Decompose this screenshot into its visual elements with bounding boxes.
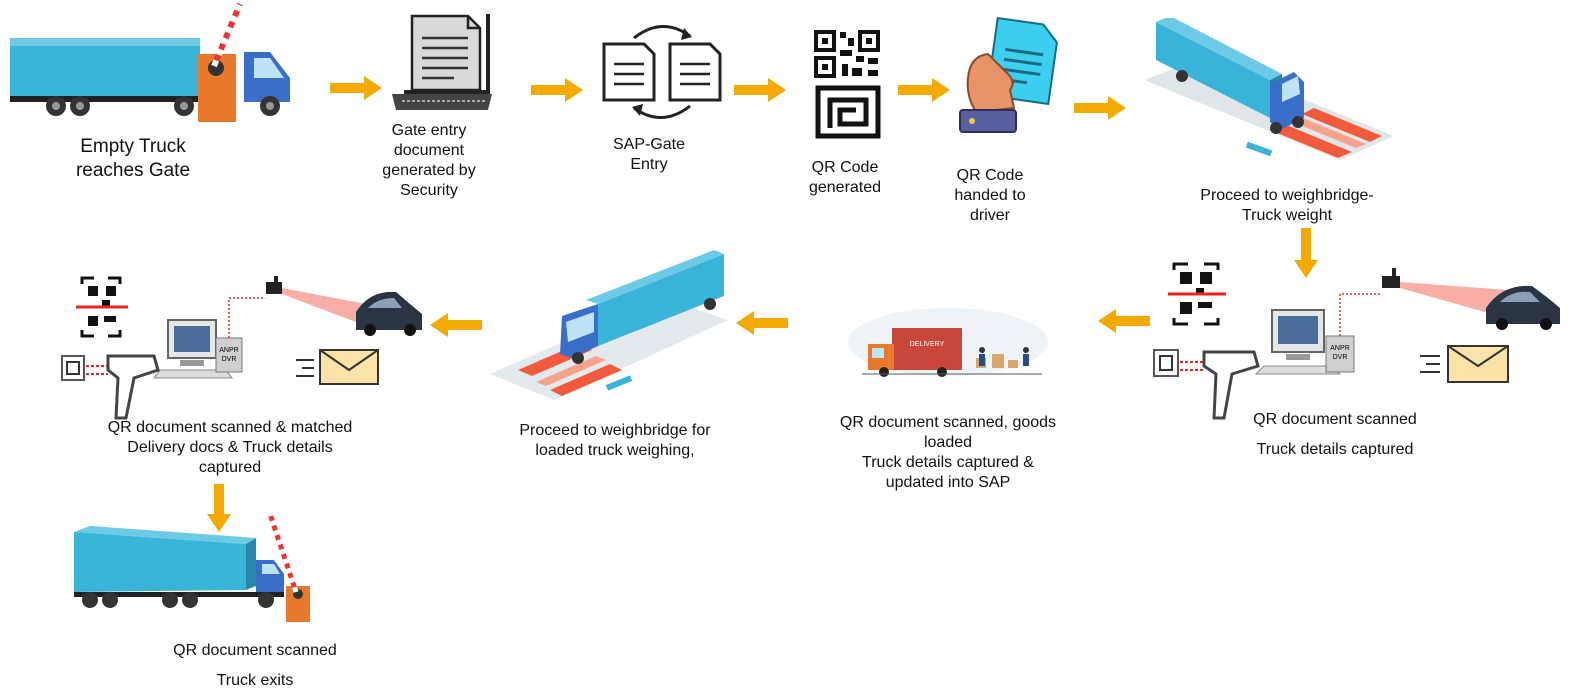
step-1-caption: Empty Truck reaches Gate [48, 135, 218, 183]
scan-match-station-icon: ANPR DVR [56, 276, 428, 424]
delivery-loading-icon: DELIVERY [842, 300, 1056, 382]
caption-line: updated into SAP [885, 474, 1011, 491]
caption-line: QR document scanned, goods [839, 414, 1057, 431]
step-11-caption: QR document scanned Truck exits [150, 641, 360, 691]
caption-line: generated by [382, 162, 476, 179]
laptop-document-icon [388, 10, 496, 115]
caption-line: handed to [954, 187, 1026, 204]
arrow-down-1 [1294, 228, 1318, 278]
step-9-caption: Proceed to weighbridge for loaded truck … [490, 421, 740, 461]
arrow-right-1 [330, 76, 382, 100]
caption-line: Truck weight [1241, 207, 1333, 224]
caption-line: document [393, 142, 465, 159]
caption-line: Proceed to weighbridge- [1200, 187, 1374, 204]
caption-line: Proceed to weighbridge for [519, 422, 711, 439]
step-10-caption: QR document scanned & matched Delivery d… [84, 418, 376, 478]
arrow-down-2 [207, 484, 231, 532]
caption-line: loaded [923, 434, 973, 451]
empty-truck-barrier-icon [8, 0, 298, 125]
step-4-caption: QR Code generated [790, 158, 900, 198]
caption-line: Empty Truck [80, 136, 186, 157]
weighbridge-loaded-truck-icon [488, 250, 732, 414]
caption-line: QR Code [811, 159, 879, 176]
arrow-right-4 [898, 78, 950, 102]
caption-line: QR document scanned [173, 642, 337, 659]
caption-line: QR document scanned [1253, 411, 1417, 428]
caption-line: Security [400, 182, 458, 199]
arrow-left-3 [430, 313, 482, 337]
arrow-right-2 [531, 78, 583, 102]
dvr-label: DVR [1333, 354, 1348, 361]
document-sync-icon [598, 22, 726, 122]
step-8-caption: QR document scanned, goods loaded Truck … [818, 413, 1078, 493]
caption-line: captured [198, 459, 262, 476]
caption-line: Entry [630, 156, 668, 173]
caption-line: Truck details captured [1256, 441, 1414, 458]
caption-line: QR Code [956, 167, 1024, 184]
step-5-caption: QR Code handed to driver [935, 166, 1045, 226]
anpr-label: ANPR [1330, 345, 1349, 352]
step-2-caption: Gate entry document generated by Securit… [364, 121, 494, 201]
caption-line: Delivery docs & Truck details [127, 439, 333, 456]
dvr-label-left: DVR [222, 356, 237, 363]
arrow-right-5 [1074, 96, 1126, 120]
caption-line: SAP-Gate [612, 136, 686, 153]
truck-exit-barrier-icon [70, 512, 330, 624]
step-6-caption: Proceed to weighbridge- Truck weight [1176, 186, 1398, 226]
weighbridge-truck-icon [1142, 18, 1397, 180]
arrow-left-2 [736, 311, 788, 335]
caption-line: Truck exits [216, 672, 294, 689]
arrow-right-3 [734, 78, 786, 102]
caption-line: generated [808, 179, 882, 196]
caption-line: loaded truck weighing, [535, 442, 695, 459]
qr-code-icon [812, 28, 884, 140]
caption-line: driver [969, 207, 1010, 224]
delivery-label: DELIVERY [910, 341, 945, 348]
caption-line: Gate entry [391, 122, 467, 139]
caption-line: Truck details captured & [862, 454, 1034, 471]
arrow-left-1 [1098, 309, 1150, 333]
caption-line: reaches Gate [75, 160, 191, 181]
caption-line: QR document scanned & matched [107, 419, 353, 436]
hand-document-icon [954, 16, 1062, 138]
step-7-caption: QR document scanned Truck details captur… [1230, 410, 1440, 460]
scan-station-icon: ANPR DVR [1148, 262, 1564, 432]
anpr-label-left: ANPR [219, 347, 238, 354]
step-3-caption: SAP-Gate Entry [584, 135, 714, 175]
